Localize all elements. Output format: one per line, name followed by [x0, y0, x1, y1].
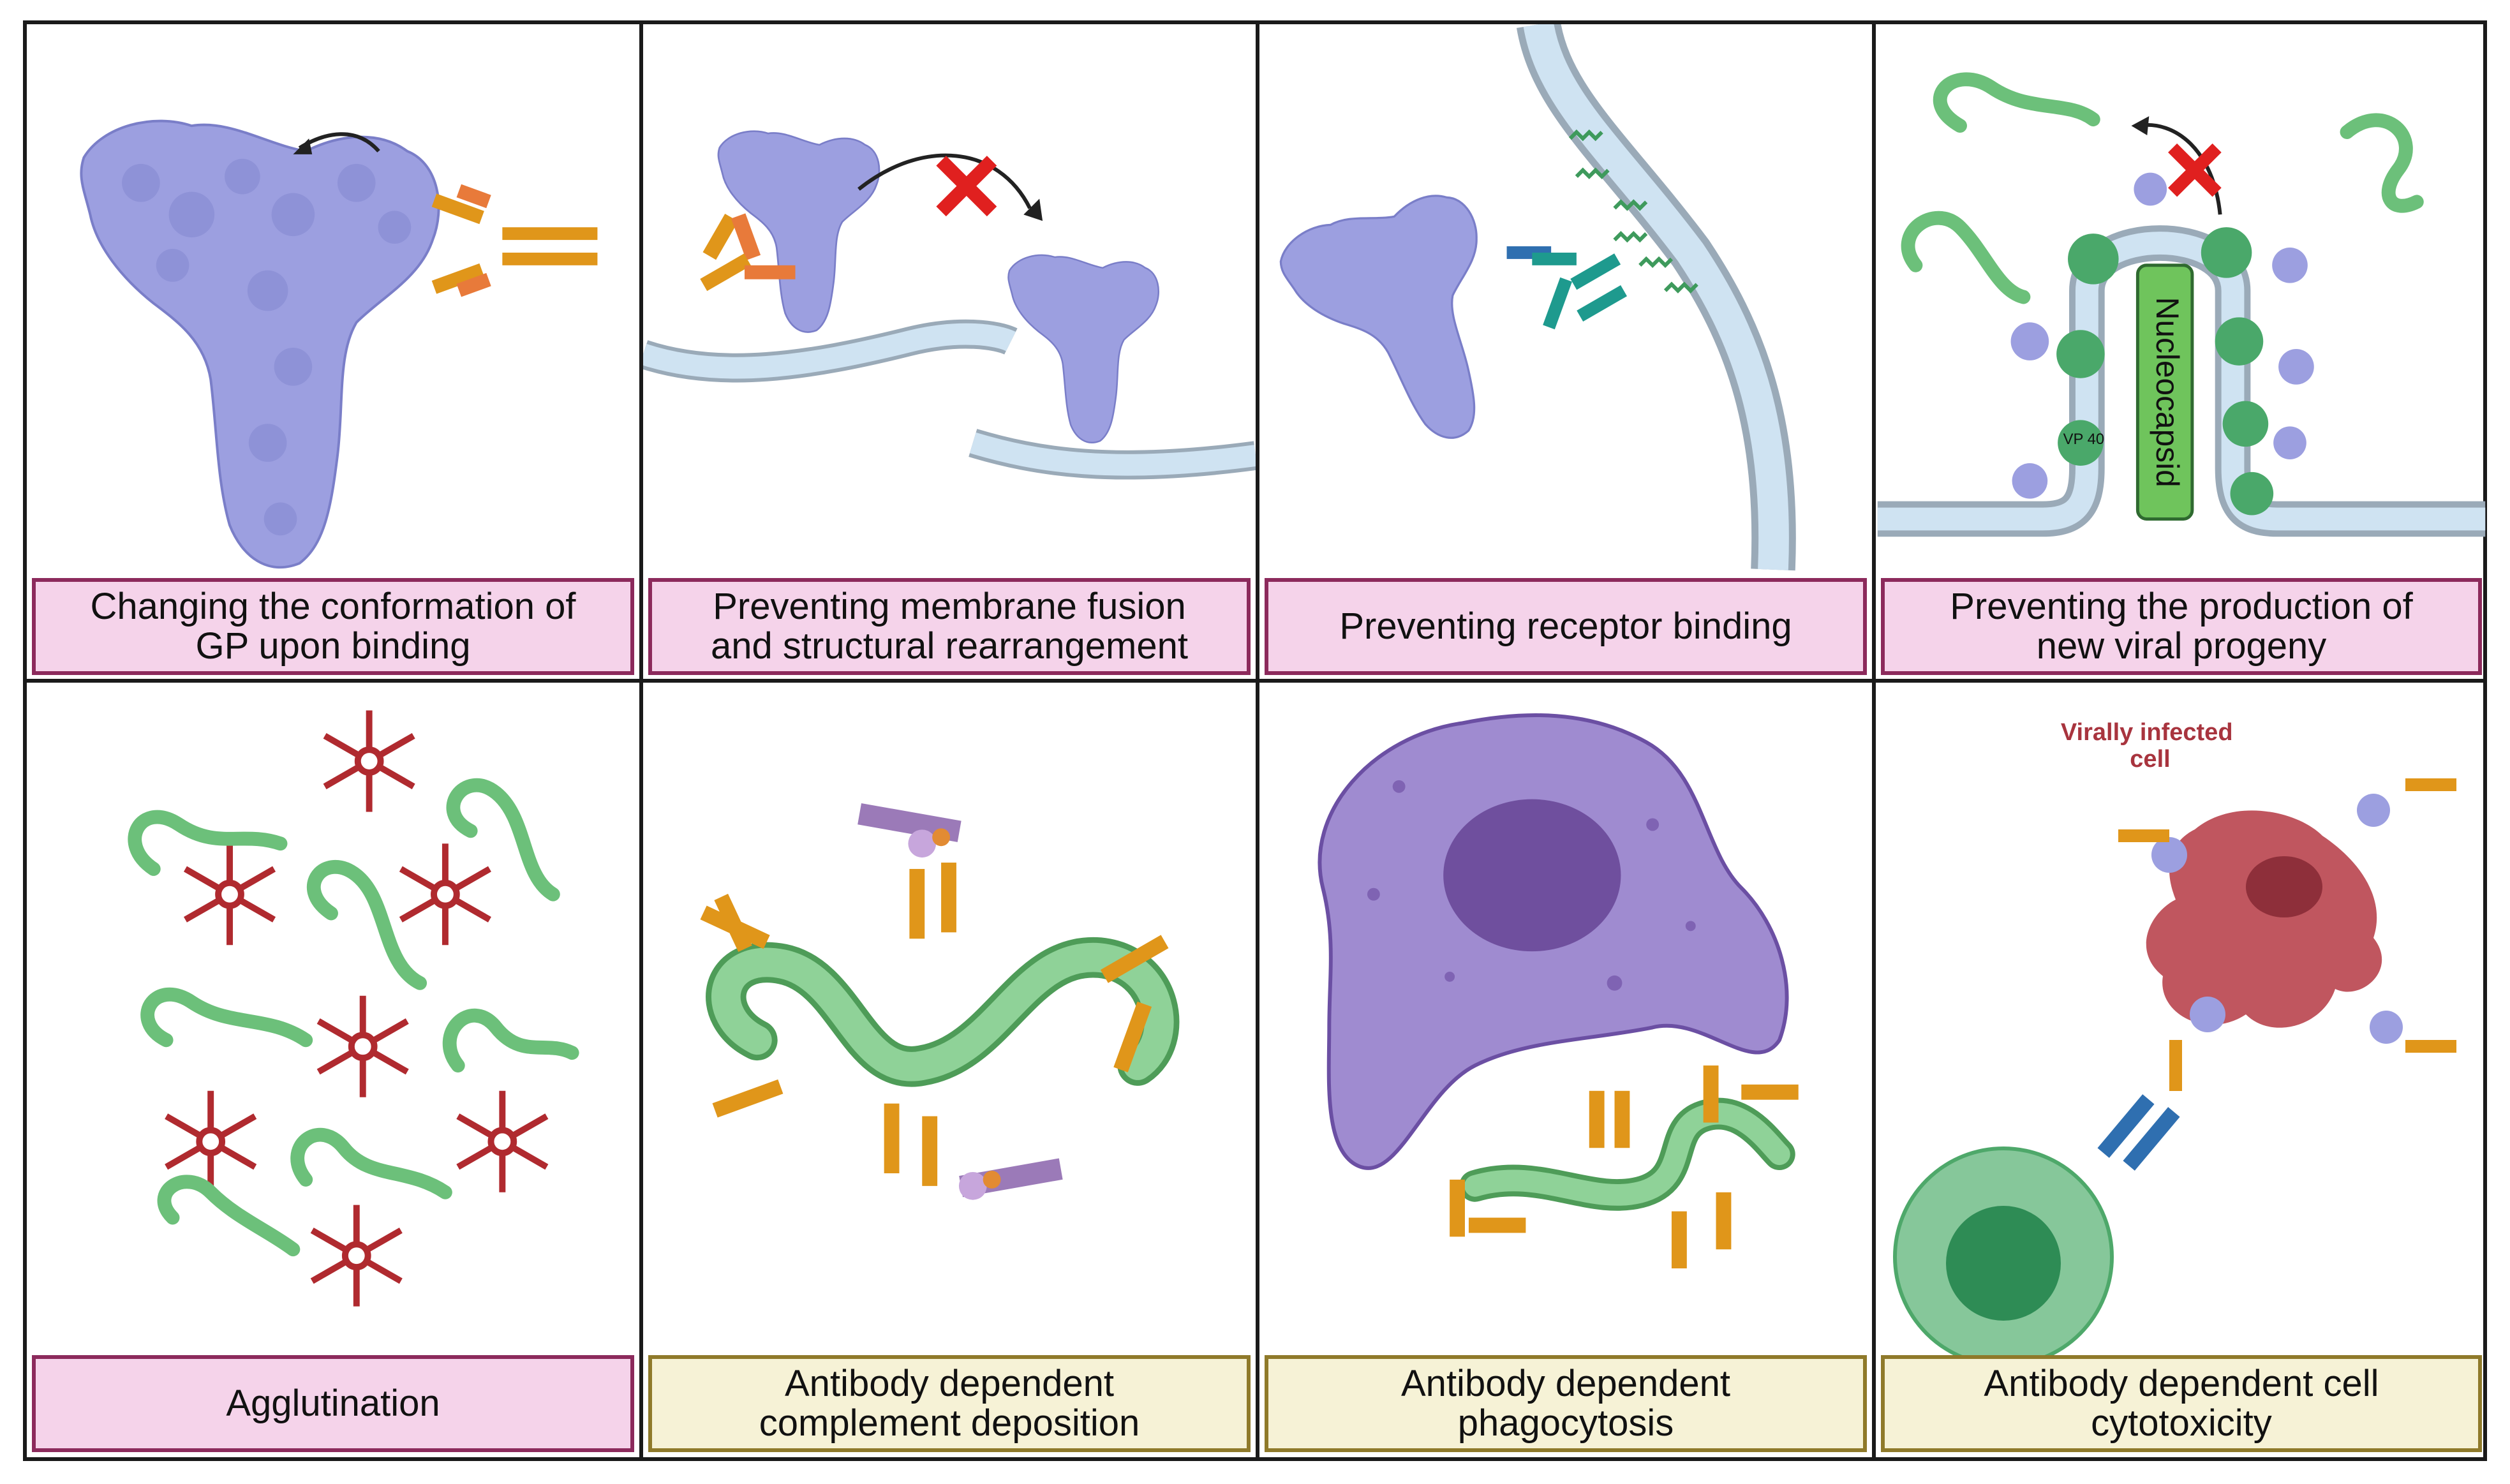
panel-caption: Changing the conformation of GP upon bin… [32, 578, 634, 675]
viral-progeny-illustration: Nucleocapsid VP 40 [1877, 72, 2486, 537]
macrophage-nucleus [1443, 799, 1621, 952]
phagocytosis-illustration [1318, 713, 1799, 1269]
curved-arrow-icon [858, 153, 1032, 209]
agglutination-illustration [128, 710, 579, 1307]
panel-caption: Preventing membrane fusion and structura… [648, 578, 1251, 675]
panel-caption: Antibody dependent cell cytotoxicity [1881, 1355, 2482, 1452]
filovirus-icon [1901, 72, 2424, 304]
virally-infected-cell-label: Virally infected cell [2061, 719, 2239, 773]
panel-caption: Preventing receptor binding [1265, 578, 1867, 675]
antibody-cluster-icons [165, 710, 549, 1307]
panel-caption: Antibody dependent complement deposition [648, 1355, 1251, 1452]
virally-infected-line2: cell [2130, 746, 2170, 773]
antibody-icon [2118, 778, 2456, 1091]
figure-frame: Changing the conformation of GP upon bin… [23, 20, 2487, 1461]
receptor-icon [1568, 129, 1698, 293]
block-x-icon [2168, 143, 2222, 197]
panel-caption: Preventing the production of new viral p… [1881, 578, 2482, 675]
infected-cell-icon [2146, 810, 2382, 1028]
filovirus-icon [1459, 1097, 1795, 1211]
antibody-icon [1506, 246, 1628, 330]
antibody-icon [700, 213, 796, 292]
panel-membrane-fusion: Preventing membrane fusion and structura… [643, 24, 1259, 683]
glycoprotein-trimer-icon [717, 130, 880, 333]
complement-illustration [700, 803, 1180, 1200]
glycoprotein-trimer-icon [1279, 195, 1478, 439]
receptor-binding-illustration [1279, 24, 1796, 571]
adcc-illustration: Virally infected cell Effector immune ce… [1893, 719, 2456, 1414]
glycoprotein-small [2010, 172, 2314, 499]
panel-receptor-binding: Preventing receptor binding [1259, 24, 1876, 683]
antibody-icon [431, 184, 598, 297]
antibody-icon [700, 863, 1169, 1186]
panel-phagocytosis: Antibody dependent phagocytosis [1259, 683, 1876, 1457]
filovirus-icon [706, 937, 1180, 1087]
vesicles [1367, 780, 1696, 991]
antibody-icon [1450, 1065, 1799, 1269]
glycoprotein-small [2151, 794, 2403, 1044]
effector-nucleus [1946, 1206, 2061, 1321]
glycoprotein-trimer-icon [80, 119, 440, 569]
panel-viral-progeny: Nucleocapsid VP 40 [1876, 24, 2487, 683]
panel-complement: Antibody dependent complement deposition [643, 683, 1259, 1457]
membrane-fusion-illustration [643, 130, 1256, 480]
complement-complex-icon [858, 803, 1063, 1200]
gp-conformation-illustration [80, 119, 598, 569]
nucleocapsid-rod [2135, 263, 2194, 521]
vp40-label: VP 40 [2063, 431, 2105, 448]
panel-adcc: Virally infected cell Effector immune ce… [1876, 683, 2487, 1457]
vp40-proteins [2056, 227, 2274, 516]
virally-infected-line1: Virally infected [2061, 719, 2233, 746]
panel-agglutination: Agglutination [27, 683, 643, 1457]
panel-caption: Agglutination [32, 1355, 634, 1452]
panel-caption: Antibody dependent phagocytosis [1265, 1355, 1867, 1452]
panel-gp-conformation: Changing the conformation of GP upon bin… [27, 24, 643, 683]
nucleocapsid-label: Nucleocapsid [2150, 297, 2185, 487]
effector-receptor-icon [2097, 1094, 2180, 1171]
glycoprotein-trimer-icon [1007, 254, 1160, 443]
block-x-icon [936, 156, 997, 217]
filovirus-icon [128, 778, 579, 1257]
